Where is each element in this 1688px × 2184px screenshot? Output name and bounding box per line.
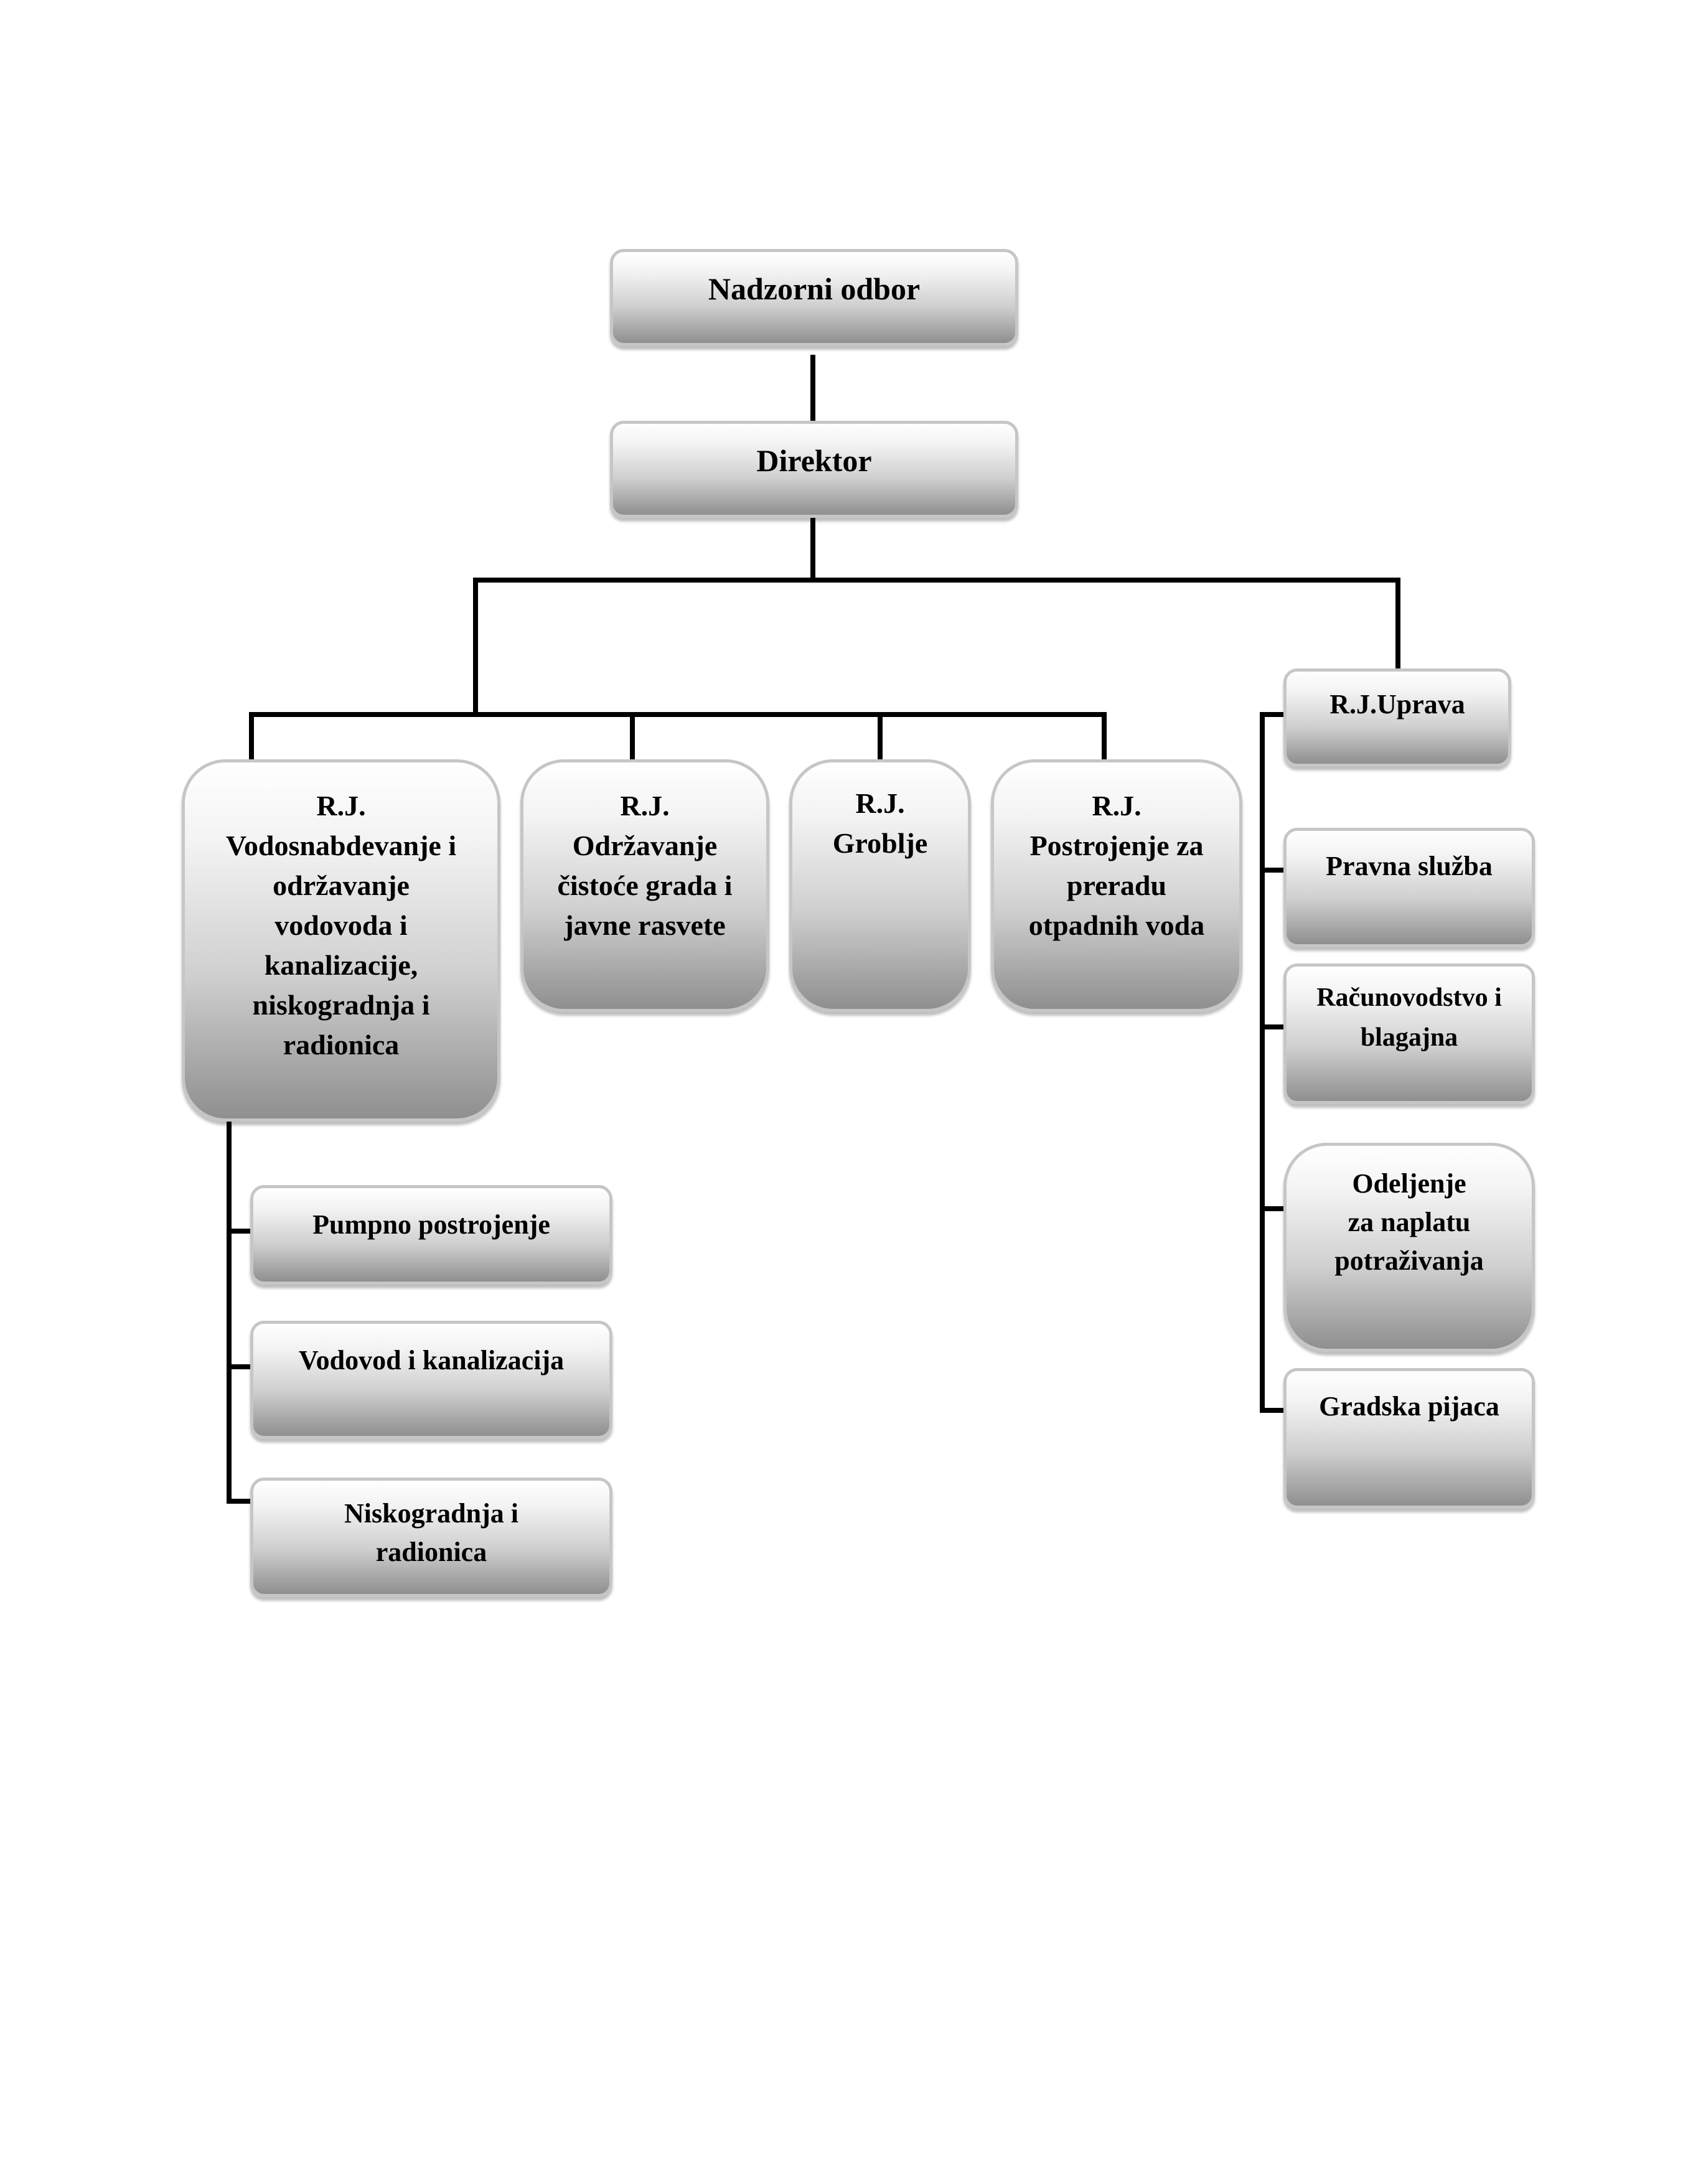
node-unit-water: R.J. Vodosnabdevanje i održavanje vodovo… (182, 759, 500, 1122)
node-collection: Odeljenje za naplatu potraživanja (1283, 1143, 1535, 1352)
node-unit-cemetery: R.J. Groblje (789, 759, 971, 1012)
node-director: Direktor (610, 421, 1018, 518)
node-water-sewer: Vodovod i kanalizacija (250, 1321, 612, 1439)
node-supervisory-board: Nadzorni odbor (610, 249, 1018, 346)
node-legal: Pravna služba (1283, 828, 1535, 947)
node-accounting: Računovodstvo i blagajna (1283, 963, 1535, 1104)
node-city-market: Gradska pijaca (1283, 1368, 1535, 1509)
node-pump-station: Pumpno postrojenje (250, 1185, 612, 1285)
node-unit-cleaning: R.J. Održavanje čistoće grada i javne ra… (520, 759, 769, 1012)
node-unit-wastewater: R.J. Postrojenje za preradu otpadnih vod… (991, 759, 1242, 1012)
node-unit-administration: R.J.Uprava (1283, 668, 1511, 767)
node-low-construction: Niskogradnja i radionica (250, 1478, 612, 1597)
